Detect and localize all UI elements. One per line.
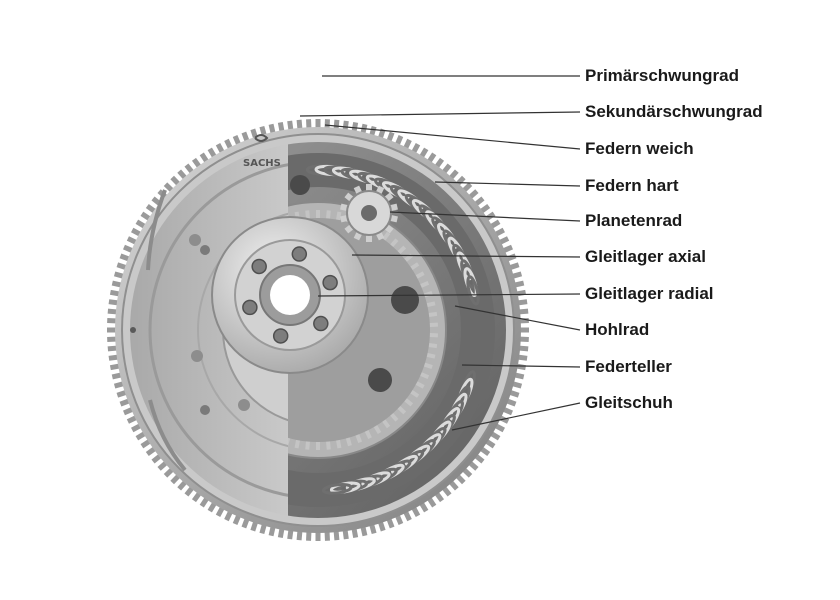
label-ring-gear: Hohlrad (585, 320, 650, 339)
leader-line-9 (461, 364, 581, 368)
cover-rivet (189, 234, 250, 411)
hard-spring-coil (321, 370, 476, 495)
label-axial-bearing: Gleitlager axial (585, 247, 706, 266)
label-secondary-flywheel: Sekundärschwungrad (585, 102, 763, 121)
leader-line-5 (389, 211, 581, 222)
label-planet-gear: Planetenrad (585, 211, 683, 230)
label-sliding-shoe: Gleitschuh (585, 393, 673, 412)
label-spring-seat: Federteller (585, 357, 672, 376)
soft-spring-coil (305, 164, 480, 306)
leader-line-3 (324, 124, 581, 150)
leader-line-4 (434, 181, 581, 187)
label-hard-springs: Federn hart (585, 176, 679, 195)
spring-channel (288, 153, 495, 507)
planet-gear (340, 184, 398, 242)
sachs-brand-logo: SACHS (243, 134, 281, 169)
label-primary-flywheel: Primärschwungrad (585, 66, 739, 85)
central-hub (211, 216, 369, 374)
label-radial-bearing: Gleitlager radial (585, 284, 714, 303)
label-leader-lines (299, 75, 581, 431)
leader-line-2 (299, 111, 581, 117)
leader-line-8 (454, 305, 581, 331)
leader-line-7 (317, 293, 581, 297)
label-soft-springs: Federn weich (585, 139, 694, 158)
leader-line-10 (451, 402, 581, 431)
leader-line-6 (351, 254, 581, 258)
svg-text:SACHS: SACHS (243, 158, 281, 169)
hub-bolt (242, 246, 338, 344)
